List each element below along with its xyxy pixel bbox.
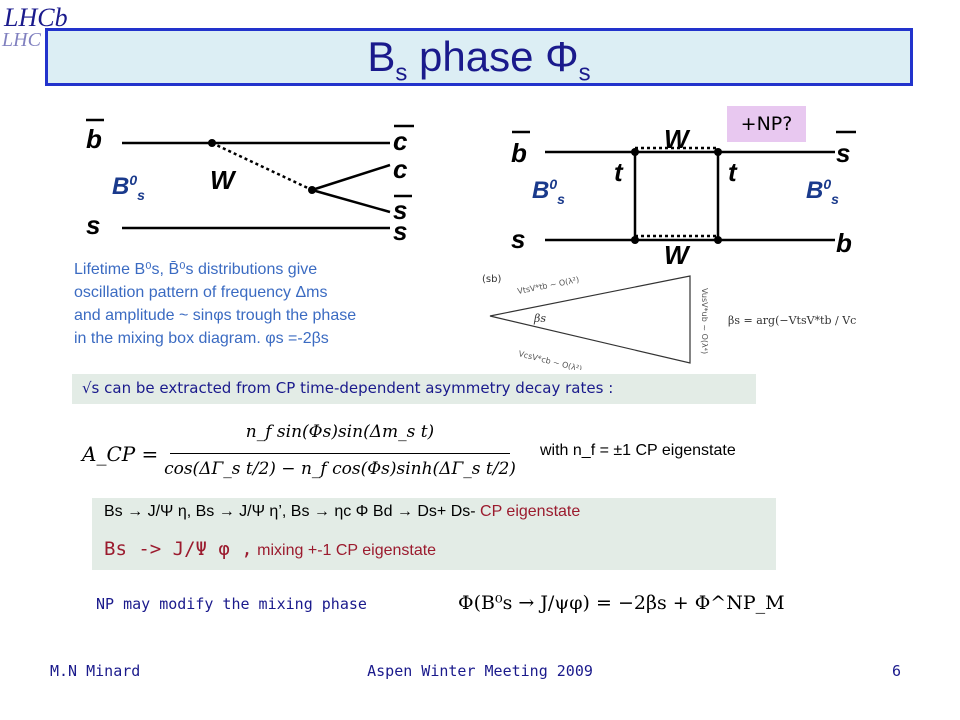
logo-text: LHCb (3, 3, 68, 32)
label-w-bottom: W (664, 240, 689, 270)
label-t-left: t (614, 157, 623, 187)
footer-meeting: Aspen Winter Meeting 2009 (367, 662, 593, 680)
label-c: c (393, 154, 408, 184)
vertex-1 (208, 139, 216, 147)
triangle-sb-label: (sb) (482, 274, 501, 285)
desc-line-3: and amplitude ~ sinφs trough the phase (74, 307, 357, 324)
c-quark-line (311, 163, 391, 192)
triangle-shape (489, 275, 691, 364)
vertex-2 (308, 186, 316, 194)
triangle-vcs: VcsV*cb ~ O(λ²) (518, 349, 584, 370)
title-sub-s2: s (578, 59, 591, 87)
desc-line-1: Lifetime B⁰s, B̄⁰s distributions give (74, 261, 318, 278)
label-c-bar: c (393, 126, 408, 156)
desc-line-4: in the mixing box diagram. φs =-2βs (74, 330, 329, 347)
unitarity-triangle: (sb) VtsV*tb ~ O(λ²) VcsV*cb ~ O(λ²) Vus… (482, 274, 893, 374)
triangle-beta: βs (533, 312, 546, 325)
decay-diagram (86, 118, 414, 230)
triangle-vus: VusV*ub ~ O(λ⁴) (700, 288, 709, 354)
box-vertex-1 (631, 148, 639, 156)
label-s-bar-right: s (836, 138, 851, 168)
svg-text:LHC: LHC (1, 29, 42, 51)
acp-denominator: cos(ΔΓ_s t/2) − n_f cos(Φs)sinh(ΔΓ_s t/2… (164, 459, 516, 479)
label-s: s (86, 210, 101, 240)
lifetime-description: Lifetime B⁰s, B̄⁰s distributions give os… (74, 258, 474, 350)
extract-note: √s can be extracted from CP time-depende… (82, 379, 614, 397)
triangle-formula: βs = arg(−VtsV*tb / VcsV*cb) (728, 314, 856, 327)
np-badge-label: +NP? (740, 113, 793, 135)
np-note: NP may modify the mixing phase (96, 595, 367, 613)
label-b: b (86, 124, 102, 154)
label-s-bar: s (393, 195, 408, 225)
label-w-top: W (664, 124, 689, 154)
label-s-out: s (393, 216, 408, 246)
acp-lhs: A_CP = (82, 442, 159, 466)
triangle-vts: VtsV*tb ~ O(λ²) (517, 275, 580, 296)
box-vertex-4 (714, 236, 722, 244)
label-bs-meson: B0s (112, 172, 145, 203)
acp-formula: A_CP = n_f sin(Φs)sin(Δm_s t) cos(ΔΓ_s t… (82, 422, 522, 492)
title-box (45, 28, 913, 86)
label-t-right: t (728, 157, 737, 187)
footer-page-number: 6 (892, 662, 902, 680)
lhcb-logo-graphic: LHCb LHC (1, 3, 68, 51)
np-badge (727, 106, 806, 142)
phi-formula: Φ(B⁰s → J/ψφ) = −2βs + Φ^NP_M (458, 592, 785, 614)
title-sub-s: s (395, 59, 408, 87)
mixing-note: mixing +-1 CP eigenstate (252, 542, 437, 559)
title-part-phase: phase Φ (407, 33, 579, 80)
title-part-b: B (367, 33, 396, 80)
channels-line-2: Bs -> J/Ψ φ , mixing +-1 CP eigenstate (104, 538, 436, 560)
acp-numerator: n_f sin(Φs)sin(Δm_s t) (245, 422, 435, 442)
box-vertex-3 (631, 236, 639, 244)
page-title: Bs phase Φs (45, 28, 913, 86)
w-boson-line (211, 141, 313, 192)
desc-line-2: oscillation pattern of frequency Δms (74, 284, 328, 301)
acp-fraction-bar (170, 453, 510, 454)
s-bar-line (311, 188, 391, 214)
cp-eigenstate-tag: CP eigenstate (480, 503, 581, 520)
unitarity-triangle-figure: (sb) VtsV*tb ~ O(λ²) VcsV*cb ~ O(λ²) Vus… (478, 268, 893, 374)
label-w: W (210, 165, 235, 195)
footer-author: M.N Minard (50, 662, 141, 680)
bs-jpsi-phi: Bs -> J/Ψ φ , (104, 538, 253, 560)
label-b-out: b (836, 228, 852, 258)
extract-note-band (72, 374, 756, 404)
channels-line-1: Bs → J/Ψ η, Bs → J/Ψ η’, Bs → ηc Φ Bd → … (104, 503, 580, 521)
box-diagram (512, 130, 856, 244)
channels-list: Bs → J/Ψ η, Bs → J/Ψ η’, Bs → ηc Φ Bd → … (104, 503, 476, 520)
box-vertex-2 (714, 148, 722, 156)
acp-note: with n_f = ±1 CP eigenstate (540, 442, 736, 459)
channels-band (92, 498, 776, 570)
label-b-right: b (511, 138, 527, 168)
label-bs-out: B0s (806, 176, 839, 207)
label-s-right: s (511, 224, 526, 254)
label-bs-in: B0s (532, 176, 565, 207)
